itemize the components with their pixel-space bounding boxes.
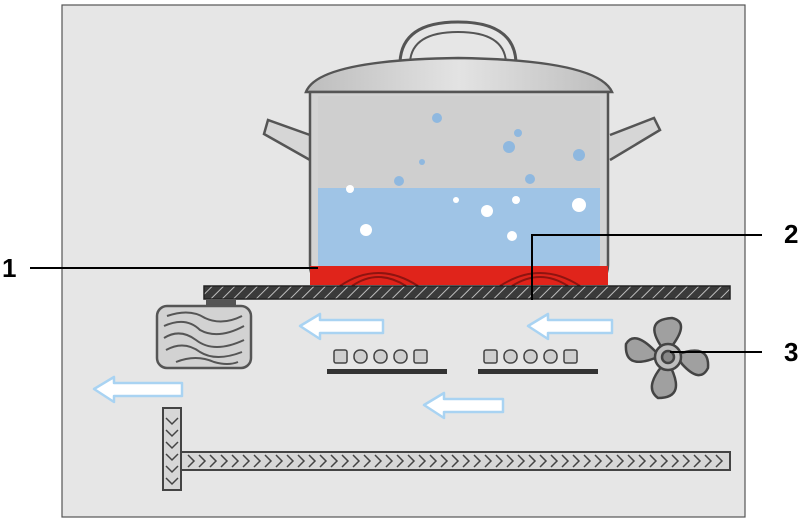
duct-chevron xyxy=(528,454,537,468)
electronics-board-right xyxy=(478,349,598,374)
duct-chevron xyxy=(473,454,482,468)
duct-chevron xyxy=(605,454,614,468)
duct-chevron xyxy=(231,454,240,468)
airflow-arrow-icon xyxy=(92,312,614,420)
duct-chevron xyxy=(407,454,416,468)
cable-duct xyxy=(162,407,731,491)
duct-chevron xyxy=(616,454,625,468)
duct-chevron xyxy=(308,454,317,468)
pot-handle-left xyxy=(262,118,311,162)
duct-chevron xyxy=(220,454,229,468)
steam-bubbles xyxy=(394,113,585,186)
pot-lid-knob xyxy=(398,20,518,63)
duct-chevron xyxy=(209,454,218,468)
cooking-pot-icon xyxy=(262,20,662,287)
duct-chevron xyxy=(385,454,394,468)
duct-chevron xyxy=(484,454,493,468)
duct-chevron xyxy=(462,454,471,468)
callout-leaders xyxy=(30,234,762,353)
duct-chevron xyxy=(660,454,669,468)
duct-chevron xyxy=(704,454,713,468)
duct-chevron xyxy=(649,454,658,468)
glass-ceramic-plate xyxy=(203,285,731,300)
duct-chevron xyxy=(583,454,592,468)
duct-chevron xyxy=(242,454,251,468)
duct-chevron xyxy=(275,454,284,468)
water-bubbles xyxy=(346,185,586,273)
duct-chevron xyxy=(330,454,339,468)
duct-chevron xyxy=(440,454,449,468)
pot-handle-right xyxy=(609,116,662,162)
cooling-fan-icon xyxy=(624,316,710,400)
electronics-board-left xyxy=(327,349,447,374)
duct-chevron xyxy=(297,454,306,468)
callout-label-2: 2 xyxy=(784,219,798,249)
duct-chevron xyxy=(286,454,295,468)
heat-sink-icon xyxy=(155,299,253,370)
pot-lid xyxy=(304,56,614,94)
duct-chevron xyxy=(253,454,262,468)
duct-chevron xyxy=(429,454,438,468)
duct-chevron xyxy=(539,454,548,468)
airflow-arrow-4 xyxy=(422,391,505,420)
duct-chevron xyxy=(594,454,603,468)
duct-chevron xyxy=(671,454,680,468)
duct-chevron xyxy=(517,454,526,468)
duct-chevron xyxy=(198,454,207,468)
duct-chevron xyxy=(627,454,636,468)
airflow-arrow-2 xyxy=(526,312,614,341)
duct-chevron xyxy=(363,454,372,468)
duct-chevron xyxy=(506,454,515,468)
airflow-arrow-3 xyxy=(92,375,184,404)
boiling-water xyxy=(318,188,600,276)
duct-chevron xyxy=(451,454,460,468)
duct-chevron xyxy=(319,454,328,468)
duct-chevron xyxy=(572,454,581,468)
callout-label-1: 1 xyxy=(2,253,16,283)
leader-line-2 xyxy=(531,234,762,300)
duct-chevron xyxy=(396,454,405,468)
duct-chevron xyxy=(264,454,273,468)
duct-chevron xyxy=(187,454,196,468)
duct-chevron xyxy=(638,454,647,468)
duct-chevron xyxy=(561,454,570,468)
induction-coil-arcs xyxy=(339,272,581,287)
duct-chevron xyxy=(682,454,691,468)
duct-chevron xyxy=(495,454,504,468)
duct-chevron xyxy=(341,454,350,468)
duct-chevron xyxy=(715,454,724,468)
duct-chevron xyxy=(693,454,702,468)
callout-label-3: 3 xyxy=(784,337,798,367)
duct-chevron xyxy=(352,454,361,468)
duct-chevron xyxy=(418,454,427,468)
airflow-arrow-1 xyxy=(298,312,385,341)
duct-chevron xyxy=(550,454,559,468)
duct-chevron xyxy=(374,454,383,468)
